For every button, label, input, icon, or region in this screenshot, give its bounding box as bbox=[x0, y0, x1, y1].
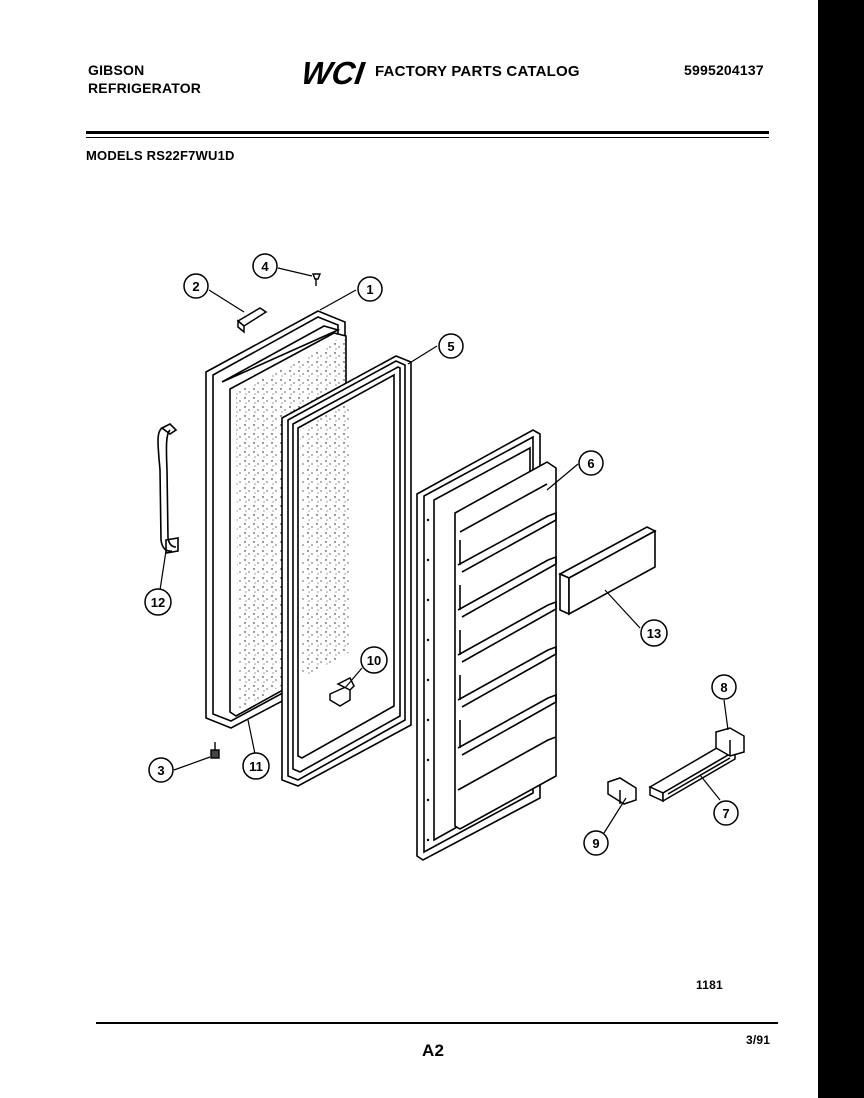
svg-text:1: 1 bbox=[366, 282, 373, 297]
shelf-front-bar bbox=[558, 526, 657, 616]
callout-12: 12 bbox=[144, 588, 172, 616]
svg-text:7: 7 bbox=[722, 806, 729, 821]
svg-text:4: 4 bbox=[261, 259, 269, 274]
revision-date: 3/91 bbox=[746, 1033, 771, 1047]
callout-2: 2 bbox=[183, 273, 209, 299]
svg-text:8: 8 bbox=[720, 680, 727, 695]
door-inner-liner bbox=[416, 429, 557, 861]
wci-logo-text: WCI bbox=[299, 55, 367, 91]
model-number: MODELS RS22F7WU1D bbox=[86, 148, 235, 163]
catalog-number: 5995204137 bbox=[684, 62, 764, 78]
svg-text:9: 9 bbox=[592, 836, 599, 851]
header-rule-thin bbox=[86, 137, 769, 138]
door-stop-clip bbox=[329, 676, 355, 707]
wci-logo: WCI bbox=[299, 55, 367, 91]
svg-text:10: 10 bbox=[367, 653, 381, 668]
footer-rule bbox=[96, 1022, 778, 1024]
svg-text:11: 11 bbox=[249, 759, 263, 774]
svg-text:6: 6 bbox=[587, 456, 594, 471]
figure-number: 1181 bbox=[696, 978, 723, 992]
leader-lines bbox=[159, 267, 729, 834]
callouts: 1 2 3 4 5 6 7 8 9 10 11 12 13 bbox=[144, 253, 739, 856]
callout-11: 11 bbox=[242, 752, 270, 780]
hinge-bracket bbox=[236, 307, 268, 334]
callout-7: 7 bbox=[713, 800, 739, 826]
page-edge-border bbox=[818, 0, 864, 1098]
catalog-title: FACTORY PARTS CATALOG bbox=[375, 63, 580, 80]
callout-10: 10 bbox=[360, 646, 388, 674]
bar-end-cap-right bbox=[715, 727, 745, 757]
callout-1: 1 bbox=[357, 276, 383, 302]
callout-9: 9 bbox=[583, 830, 609, 856]
bar-end-cap-left bbox=[607, 777, 637, 805]
plug-button bbox=[210, 742, 220, 759]
svg-text:5: 5 bbox=[447, 339, 454, 354]
callout-13: 13 bbox=[640, 619, 668, 647]
product-type: REFRIGERATOR bbox=[88, 80, 202, 96]
door-handle bbox=[157, 423, 179, 554]
header-rule-thick bbox=[86, 131, 769, 134]
page-label: A2 bbox=[422, 1041, 445, 1060]
svg-text:13: 13 bbox=[647, 626, 661, 641]
svg-text:3: 3 bbox=[157, 763, 164, 778]
brand-name: GIBSON bbox=[88, 62, 145, 78]
screw bbox=[311, 273, 322, 286]
callout-6: 6 bbox=[578, 450, 604, 476]
callout-3: 3 bbox=[148, 757, 174, 783]
door-liner-gasket bbox=[281, 355, 412, 787]
svg-text:12: 12 bbox=[151, 595, 165, 610]
callout-5: 5 bbox=[438, 333, 464, 359]
svg-text:2: 2 bbox=[192, 279, 199, 294]
shelf-retainer-bar bbox=[648, 744, 737, 803]
callout-4: 4 bbox=[252, 253, 278, 279]
callout-8: 8 bbox=[711, 674, 737, 700]
